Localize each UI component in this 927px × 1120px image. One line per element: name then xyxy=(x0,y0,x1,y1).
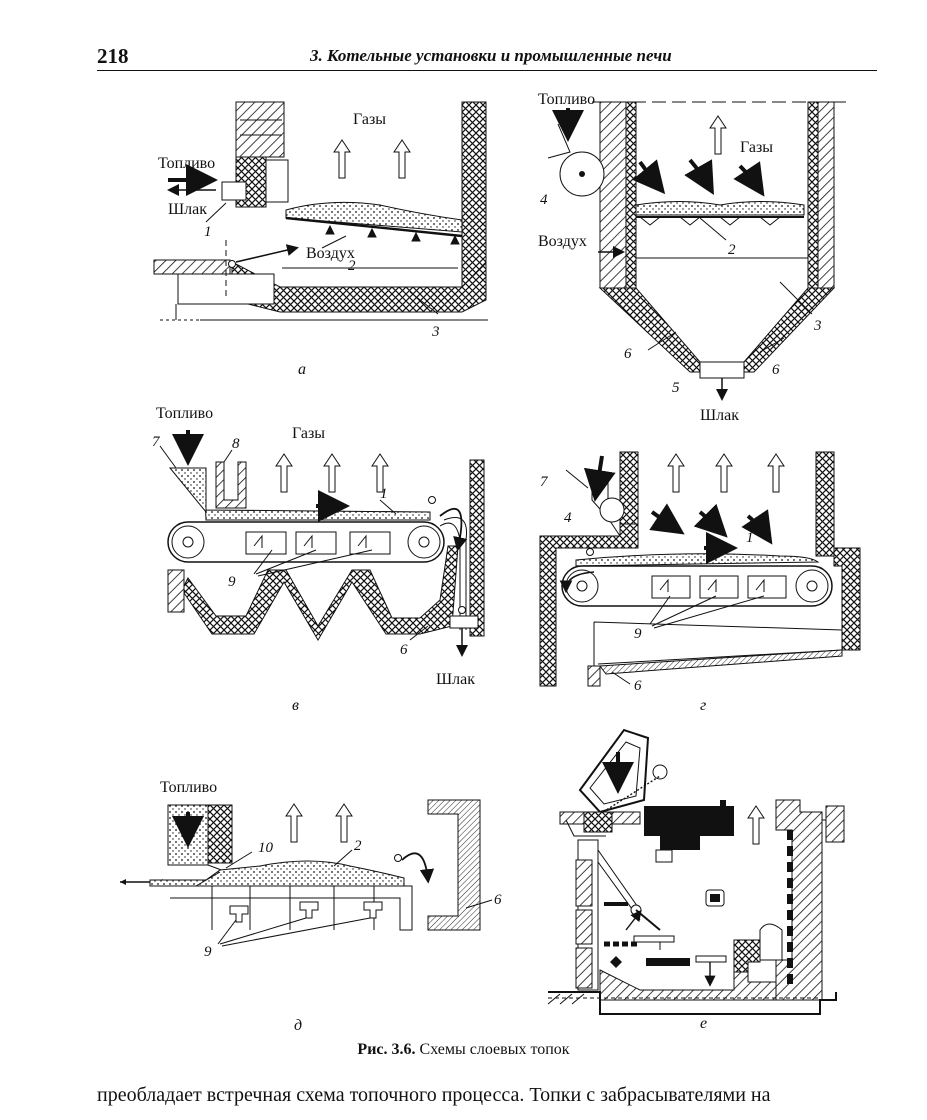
subfigure-a: а xyxy=(298,361,306,378)
num-4-g: 4 xyxy=(564,510,572,526)
subfigure-v: в xyxy=(292,697,299,714)
label-slag-v: Шлак xyxy=(436,671,475,688)
num-7-v: 7 xyxy=(152,434,161,450)
num-2-a: 2 xyxy=(348,258,356,274)
num-6-b-left: 6 xyxy=(624,346,632,362)
num-5-b: 5 xyxy=(672,380,680,396)
body-paragraph: преобладает встречная схема топочного пр… xyxy=(97,1084,771,1106)
label-gases-a: Газы xyxy=(353,111,386,128)
num-4-b: 4 xyxy=(540,192,548,208)
num-6-v: 6 xyxy=(400,642,408,658)
label-air-a: Воздух xyxy=(306,245,355,262)
num-9-v: 9 xyxy=(228,574,236,590)
figure-layered-furnaces: Газы Топливо Шлак Воздух 1 2 3 а xyxy=(0,80,927,1040)
label-fuel-b: Топливо xyxy=(538,91,595,108)
num-1-a: 1 xyxy=(204,224,212,240)
caption-text: Схемы слоевых топок xyxy=(415,1041,570,1058)
subfigure-e: е xyxy=(700,1015,707,1032)
page-number: 218 xyxy=(97,44,129,68)
num-6-b-right: 6 xyxy=(772,362,780,378)
num-8-v: 8 xyxy=(232,436,240,452)
num-2-b: 2 xyxy=(728,242,736,258)
label-air-b: Воздух xyxy=(538,233,587,250)
label-gases-b: Газы xyxy=(740,139,773,156)
num-9-g: 9 xyxy=(634,626,642,642)
diagram-v: Топливо Газы Шлак 7 8 1 9 6 в xyxy=(152,405,485,714)
diagram-e: е xyxy=(547,728,845,1032)
caption-prefix: Рис. 3.6. xyxy=(357,1041,416,1058)
num-6-d: 6 xyxy=(494,892,502,908)
num-3-b: 3 xyxy=(813,318,822,334)
subfigure-d: д xyxy=(294,1017,302,1034)
num-1-v: 1 xyxy=(380,486,388,502)
label-slag-b: Шлак xyxy=(700,407,739,424)
figure-drawing: Газы Топливо Шлак Воздух 1 2 3 а xyxy=(120,91,861,1034)
label-fuel-a: Топливо xyxy=(158,155,215,172)
running-title: 3. Котельные установки и промышленные пе… xyxy=(310,46,672,65)
label-fuel-v: Топливо xyxy=(156,405,213,422)
label-gases-v: Газы xyxy=(292,425,325,442)
diagram-d: Топливо 10 2 6 9 д xyxy=(120,779,502,1034)
num-6-g: 6 xyxy=(634,678,642,694)
figure-caption: Рис. 3.6. Схемы слоевых топок xyxy=(0,1041,927,1059)
label-fuel-d: Топливо xyxy=(160,779,217,796)
diagram-a: Газы Топливо Шлак Воздух 1 2 3 а xyxy=(153,101,488,378)
num-9-d: 9 xyxy=(204,944,212,960)
subfigure-g: г xyxy=(700,697,706,714)
num-3-a: 3 xyxy=(431,324,440,340)
page-header: 218 3. Котельные установки и промышленны… xyxy=(0,0,927,80)
num-7-g: 7 xyxy=(540,474,549,490)
label-slag-a: Шлак xyxy=(168,201,207,218)
diagram-b: Топливо Газы Воздух Шлак 4 2 3 6 6 5 б б xyxy=(538,91,846,424)
num-2-d: 2 xyxy=(354,838,362,854)
diagram-g: 7 4 1 9 6 г xyxy=(539,451,861,714)
num-1-g: 1 xyxy=(746,530,754,546)
header-rule xyxy=(97,70,877,71)
num-10-d: 10 xyxy=(258,840,274,856)
